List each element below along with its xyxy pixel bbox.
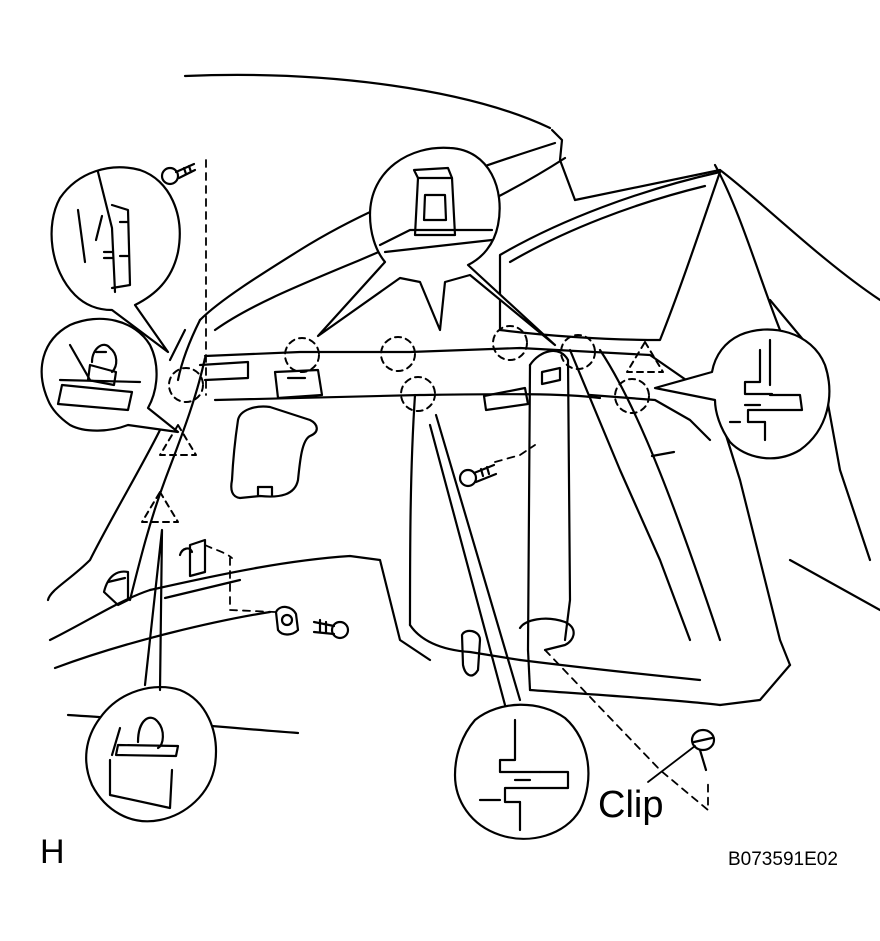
clip-marker-circle (284, 337, 320, 373)
clip-marker-circle (380, 336, 416, 372)
callout-push-clip-left (40, 317, 180, 434)
callout-hook-top (316, 146, 557, 347)
clip-leader-line (647, 745, 696, 783)
floor-clip-icon (274, 605, 300, 636)
clip-marker-triangle (159, 424, 197, 456)
clip-marker-triangle (626, 341, 664, 373)
quarter-trim-panel (128, 346, 792, 707)
callout-bracket-right (653, 328, 831, 460)
clip-marker-circle (492, 325, 528, 361)
screw-top-left-icon (160, 162, 197, 186)
vehicle-body-outline (46, 73, 880, 735)
screw-bottom-icon (312, 618, 350, 640)
clip-markers (141, 325, 664, 523)
callout-bracket-bottom (428, 413, 590, 840)
side-storage-opening (230, 405, 318, 500)
clip-marker-triangle (141, 491, 179, 523)
dashed-leaders (204, 159, 709, 811)
view-letter: H (40, 833, 65, 871)
clip-marker-circle (400, 376, 436, 412)
fasteners (160, 162, 716, 772)
callout-bracket-top-left (50, 166, 181, 354)
clip-label: Clip (598, 784, 664, 826)
seatbelt-guide (460, 349, 575, 692)
clip-marker-circle (614, 378, 650, 414)
panel-tabs (102, 360, 676, 607)
clip-marker-circle (560, 334, 596, 370)
loose-clip-icon (690, 728, 716, 772)
quarter-window (498, 170, 722, 342)
clip-marker-circle (168, 367, 204, 403)
screw-middle-icon (458, 463, 498, 488)
figure-code: B073591E02 (728, 849, 838, 870)
callout-push-clip-bottom (85, 528, 218, 823)
